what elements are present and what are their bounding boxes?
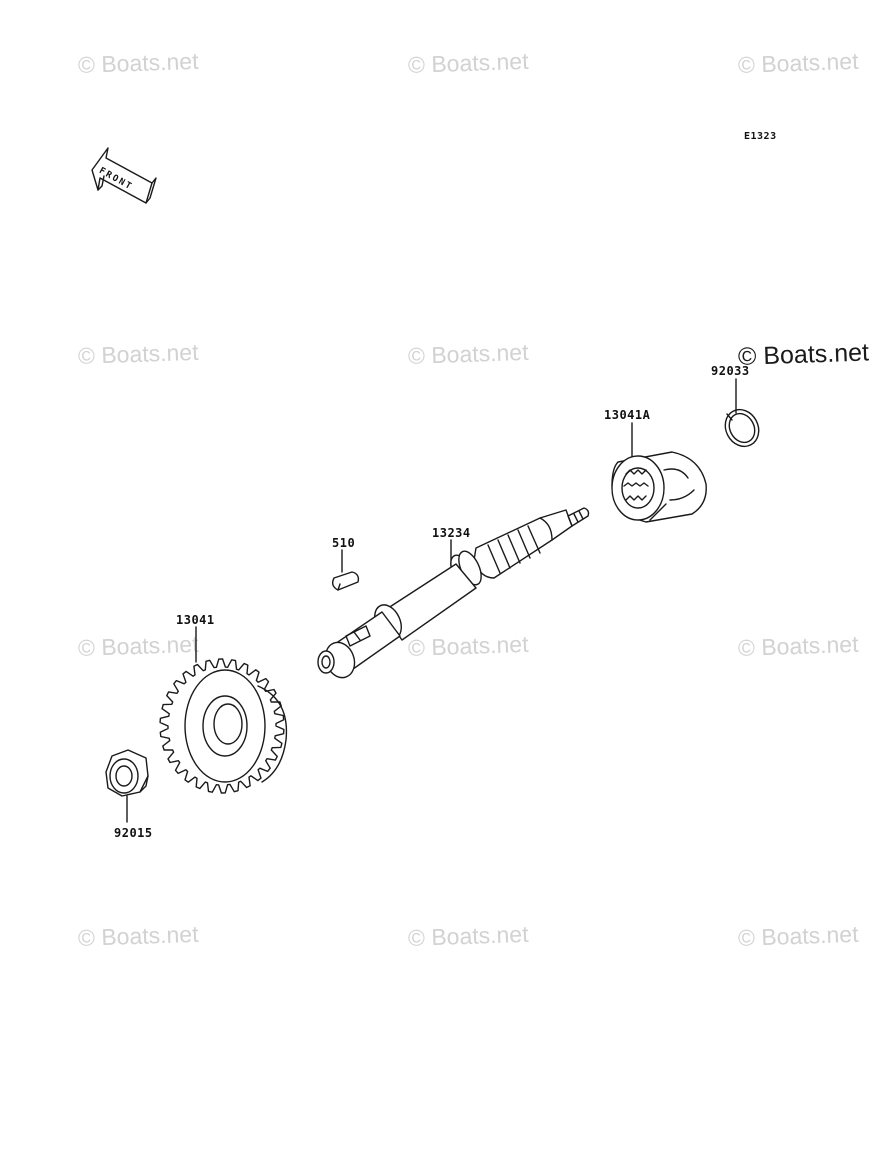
gear-13041 (159, 658, 288, 794)
part-number-label: 13234 (432, 526, 471, 540)
shaft-13234 (317, 507, 590, 679)
nut-92015 (105, 749, 149, 797)
woodruff-key-510 (331, 571, 360, 591)
part-number-label: 92015 (114, 826, 153, 840)
front-arrow-icon (91, 147, 157, 204)
part-number-label: 13041 (176, 613, 215, 627)
diagram-ref-code: E1323 (744, 131, 777, 142)
part-number-label: 92033 (711, 364, 750, 378)
part-number-label: 510 (332, 536, 356, 550)
gear-collar-13041A (611, 451, 707, 523)
part-number-label: 13041A (604, 408, 651, 422)
circlip-92033 (724, 408, 760, 448)
